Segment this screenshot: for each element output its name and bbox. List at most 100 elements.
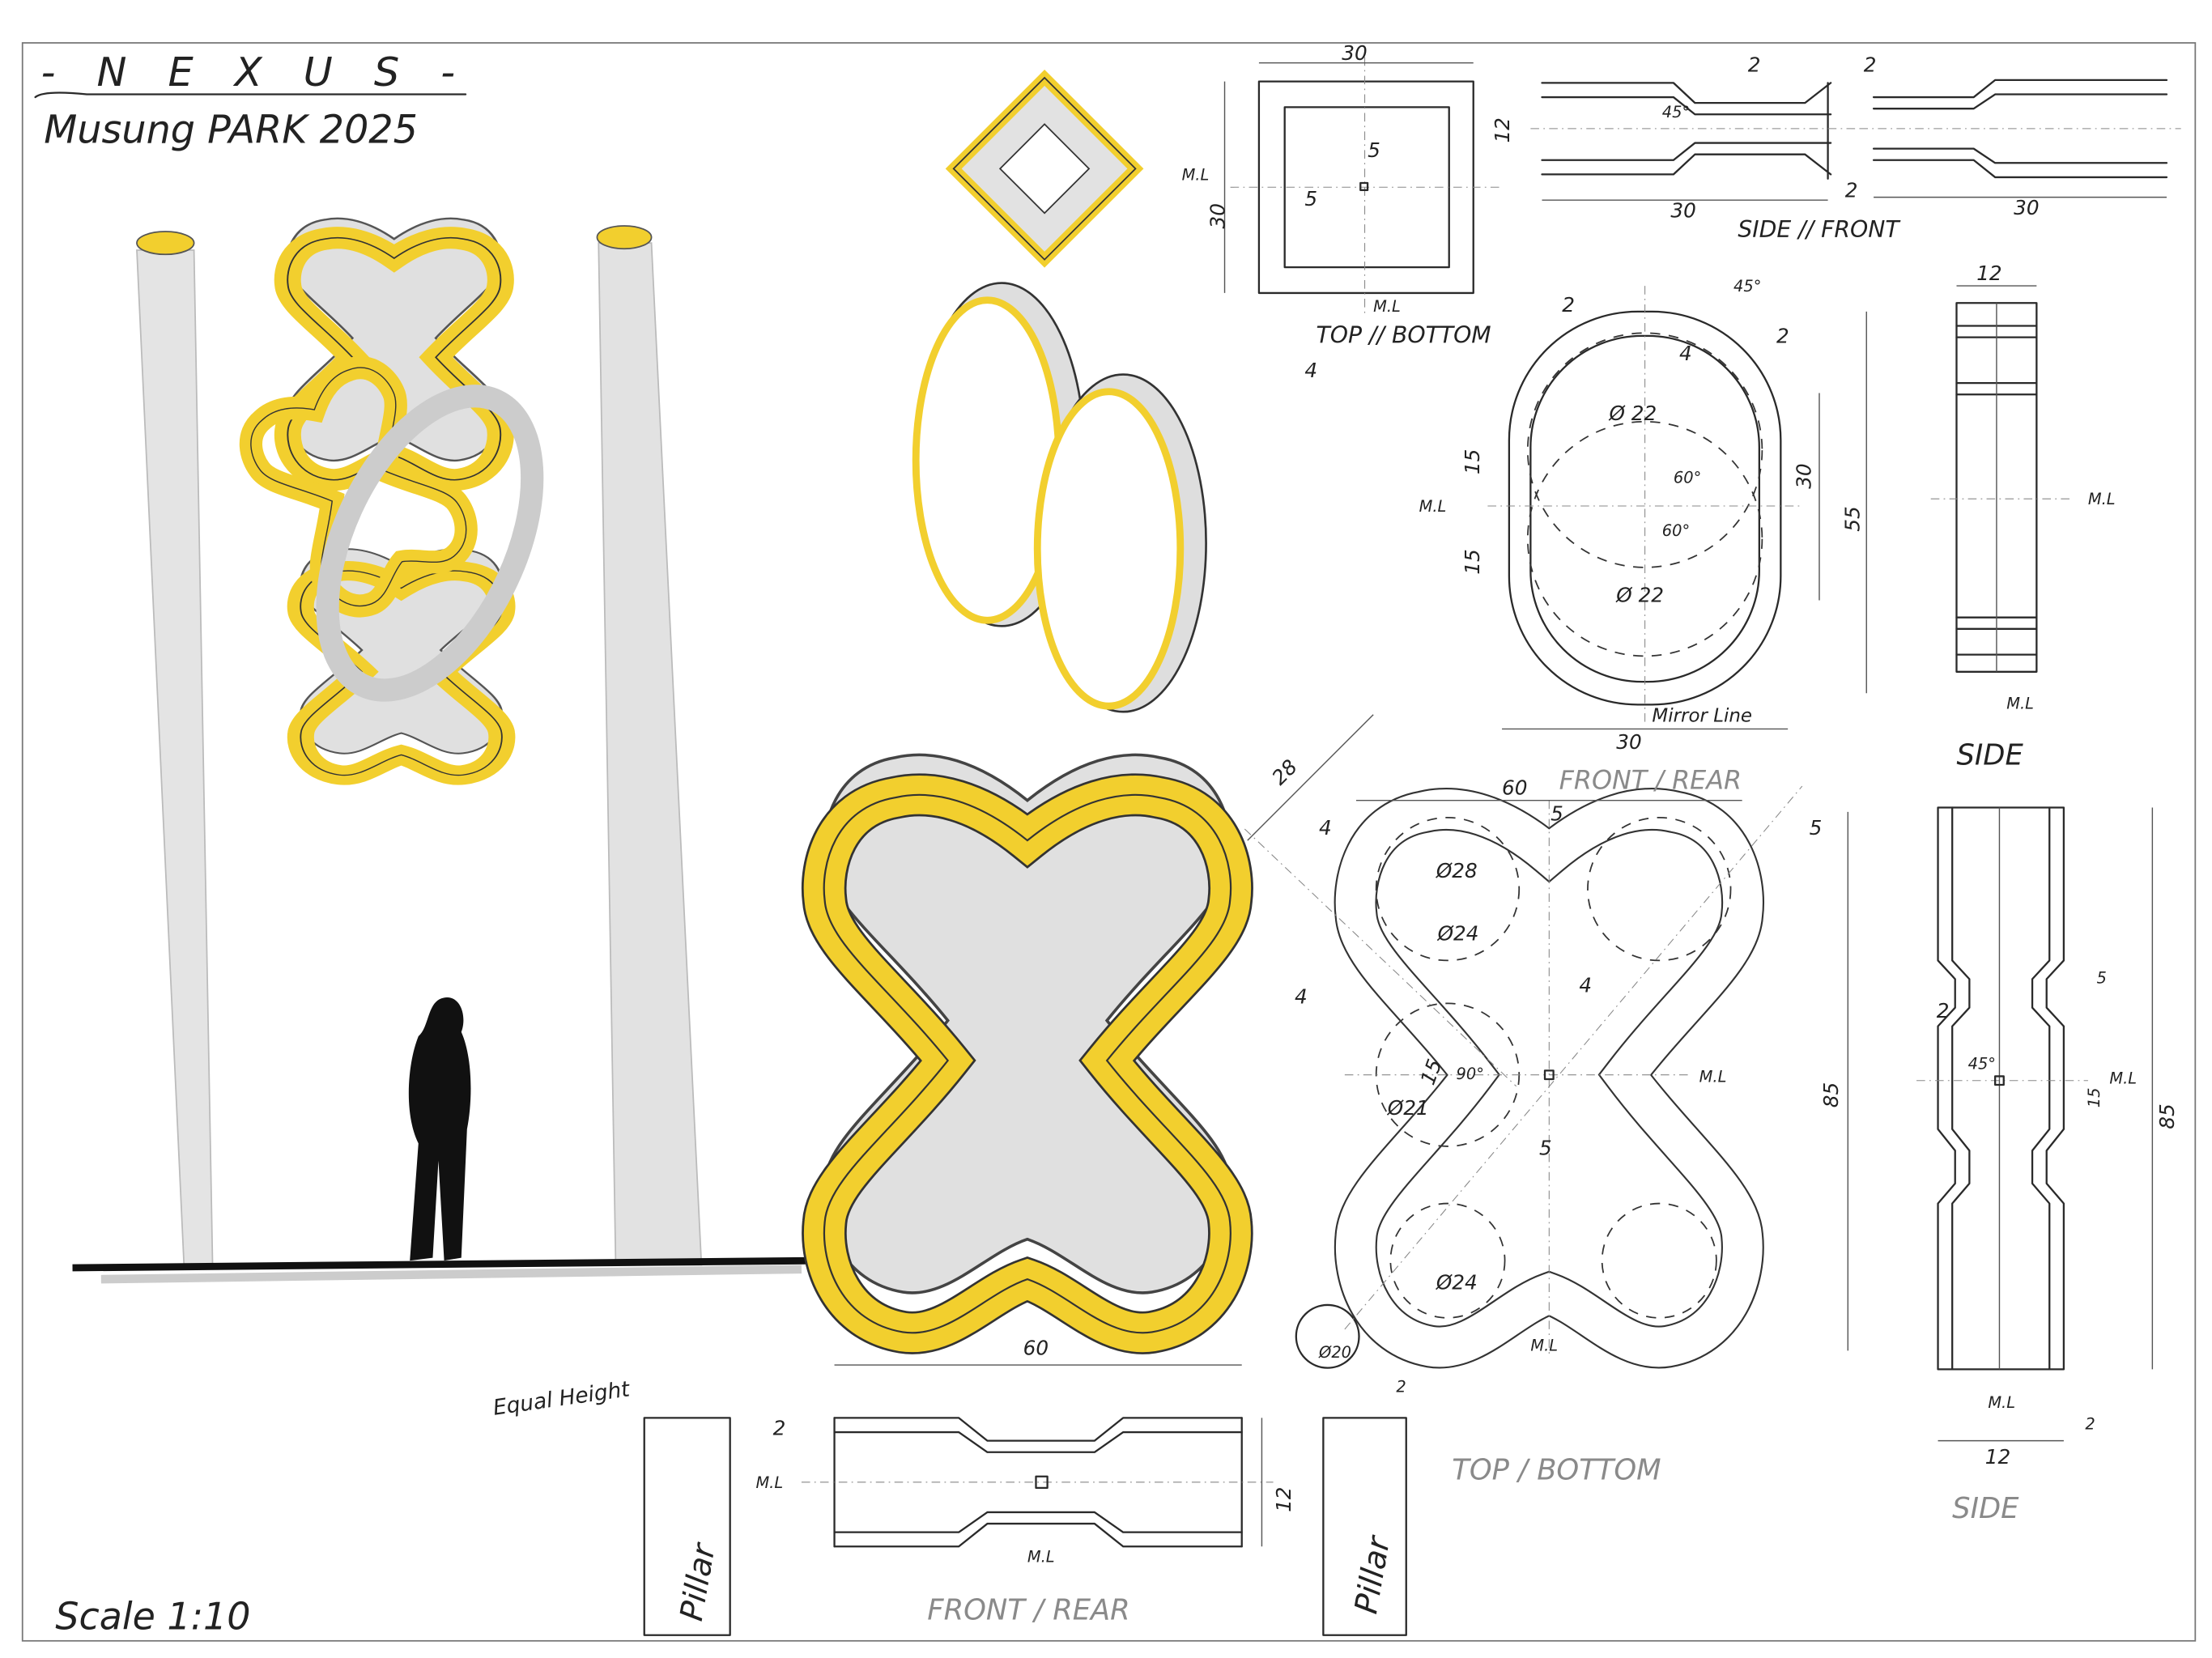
dim-label: 4	[1304, 359, 1317, 382]
ground-line	[72, 1256, 816, 1272]
pillar-label-left: Pillar	[674, 1540, 723, 1624]
dim-label: 45°	[1733, 277, 1761, 295]
dim-label: 2	[1937, 999, 1950, 1022]
dim-label: 5	[1551, 801, 1563, 825]
dim-label: 5	[1810, 816, 1823, 840]
top-bottom-view-square: M.L M.L TOP // BOTTOM	[1182, 57, 1503, 349]
side-front-profiles: SIDE // FRONT	[1530, 79, 2181, 243]
project-subtitle: Musung PARK 2025	[44, 108, 418, 153]
ml-label: M.L	[1699, 1067, 1727, 1086]
dim-label: 30	[1792, 463, 1815, 488]
dim-label: Ø24	[1436, 1270, 1478, 1294]
view-label-side-front: SIDE // FRONT	[1738, 216, 1901, 243]
dim-label: 15	[1461, 549, 1484, 574]
perspective-installation	[72, 217, 816, 1284]
dim-label: Ø24	[1437, 922, 1479, 946]
view-label-front-rear-upper: FRONT / REAR	[1559, 767, 1742, 796]
dim-label: 12	[1272, 1486, 1295, 1511]
dim-label: 2	[2085, 1415, 2095, 1434]
dim-label: 60	[1502, 776, 1527, 800]
dim-label: 2	[1562, 293, 1575, 317]
dim-label: 2	[1776, 325, 1789, 348]
ml-label: M.L	[1373, 297, 1401, 316]
view-label-front-rear-lower: FRONT / REAR	[927, 1593, 1129, 1626]
dim-label: 45°	[1662, 103, 1690, 121]
dim-label: Ø 22	[1615, 583, 1664, 606]
project-title: - N E X U S -	[41, 49, 470, 96]
dim-label: 2	[1396, 1378, 1406, 1397]
dim-label: 5	[1539, 1137, 1552, 1160]
dim-label: Ø 22	[1608, 402, 1657, 425]
mirror-line-label: Mirror Line	[1652, 706, 1752, 727]
dim-label: 55	[1840, 506, 1864, 531]
dim-label: Ø21	[1387, 1096, 1429, 1120]
dim-label: 28	[1267, 755, 1302, 790]
dim-label: 5	[2097, 969, 2107, 988]
dim-label: Ø28	[1436, 859, 1478, 882]
dim-label: 30	[1206, 203, 1230, 228]
ml-label: M.L	[1530, 1336, 1558, 1354]
ml-label: M.L	[2006, 695, 2034, 713]
ml-label: M.L	[1182, 165, 1210, 184]
view-label-side-lower: SIDE	[1952, 1492, 2019, 1525]
view-label-top-bottom: TOP // BOTTOM	[1317, 322, 1491, 349]
dim-label: 2	[1748, 53, 1761, 76]
pillar-right	[598, 242, 703, 1266]
pillar-left-cap	[136, 231, 195, 256]
dim-label: 30	[1342, 41, 1367, 65]
dim-label: 12	[1976, 261, 2001, 285]
ml-label: M.L	[755, 1473, 783, 1492]
dim-label: 2	[773, 1417, 786, 1440]
side-view-upper: M.L M.L SIDE	[1930, 285, 2116, 772]
dim-label: 85	[2155, 1103, 2179, 1129]
dim-label: 45°	[1968, 1055, 1996, 1073]
dim-label: 4	[1679, 342, 1692, 365]
title-block: - N E X U S - Musung PARK 2025	[34, 49, 470, 153]
dim-label: 4	[1579, 973, 1592, 997]
human-silhouette	[408, 997, 471, 1261]
dimension-labels: 30 5 5 30 4 2 2 45° 12 2 30 30 2 45° 4 2…	[773, 41, 2179, 1512]
dim-label: 15	[1461, 449, 1484, 474]
dim-label: 30	[2014, 196, 2039, 219]
pillar-right-cap	[596, 225, 653, 250]
dim-label: 60°	[1662, 521, 1690, 540]
dim-label: 12	[1985, 1445, 2010, 1469]
ml-label: M.L	[1027, 1548, 1055, 1567]
dim-label: 30	[1670, 198, 1695, 222]
ml-label: M.L	[2109, 1069, 2137, 1087]
pillar-right-section	[1322, 1417, 1407, 1636]
dim-label: 60°	[1674, 469, 1701, 487]
view-label-top-bottom-lower: TOP / BOTTOM	[1452, 1453, 1661, 1486]
ml-label: M.L	[1988, 1393, 2015, 1412]
dim-label: 5	[1368, 138, 1380, 162]
pillar-left	[136, 249, 214, 1266]
dim-label: 90°	[1457, 1065, 1484, 1083]
top-bottom-view-lower: M.L M.L FRONT / REAR TOP / BOTTOM Pillar…	[491, 1364, 1661, 1636]
oval-front-view: M.L Mirror Line	[1419, 286, 1867, 730]
title-underline	[34, 91, 467, 99]
dim-label: 30	[1616, 730, 1641, 754]
scale-note: Scale 1:10	[55, 1595, 250, 1639]
dim-label: Ø20	[1318, 1343, 1351, 1362]
perspective-diamond-module	[945, 69, 1144, 268]
sheet-border	[21, 42, 2197, 1642]
equal-height-note: Equal Height	[491, 1376, 632, 1421]
dim-label: 4	[1319, 816, 1332, 840]
pillar-label-right: Pillar	[1348, 1533, 1397, 1617]
ml-label: M.L	[1419, 497, 1447, 516]
dim-label: 12	[1491, 117, 1514, 142]
view-label-side-upper: SIDE	[1956, 739, 2023, 772]
dim-label: 60	[1023, 1337, 1049, 1360]
dim-label: 4	[1295, 984, 1308, 1008]
front-rear-view: M.L M.L FRONT / REAR	[1244, 714, 1849, 1369]
ml-label: M.L	[2088, 490, 2116, 508]
dim-label: 85	[1819, 1082, 1843, 1107]
dim-label: 15	[2085, 1088, 2104, 1108]
dim-label: 2	[1864, 53, 1877, 76]
dim-label: 2	[1845, 179, 1858, 202]
pillar-left-section	[643, 1417, 731, 1636]
dim-label: 5	[1304, 187, 1317, 210]
side-view-lower: M.L M.L SIDE	[1916, 806, 2154, 1525]
perspective-x-module	[824, 753, 1231, 1333]
